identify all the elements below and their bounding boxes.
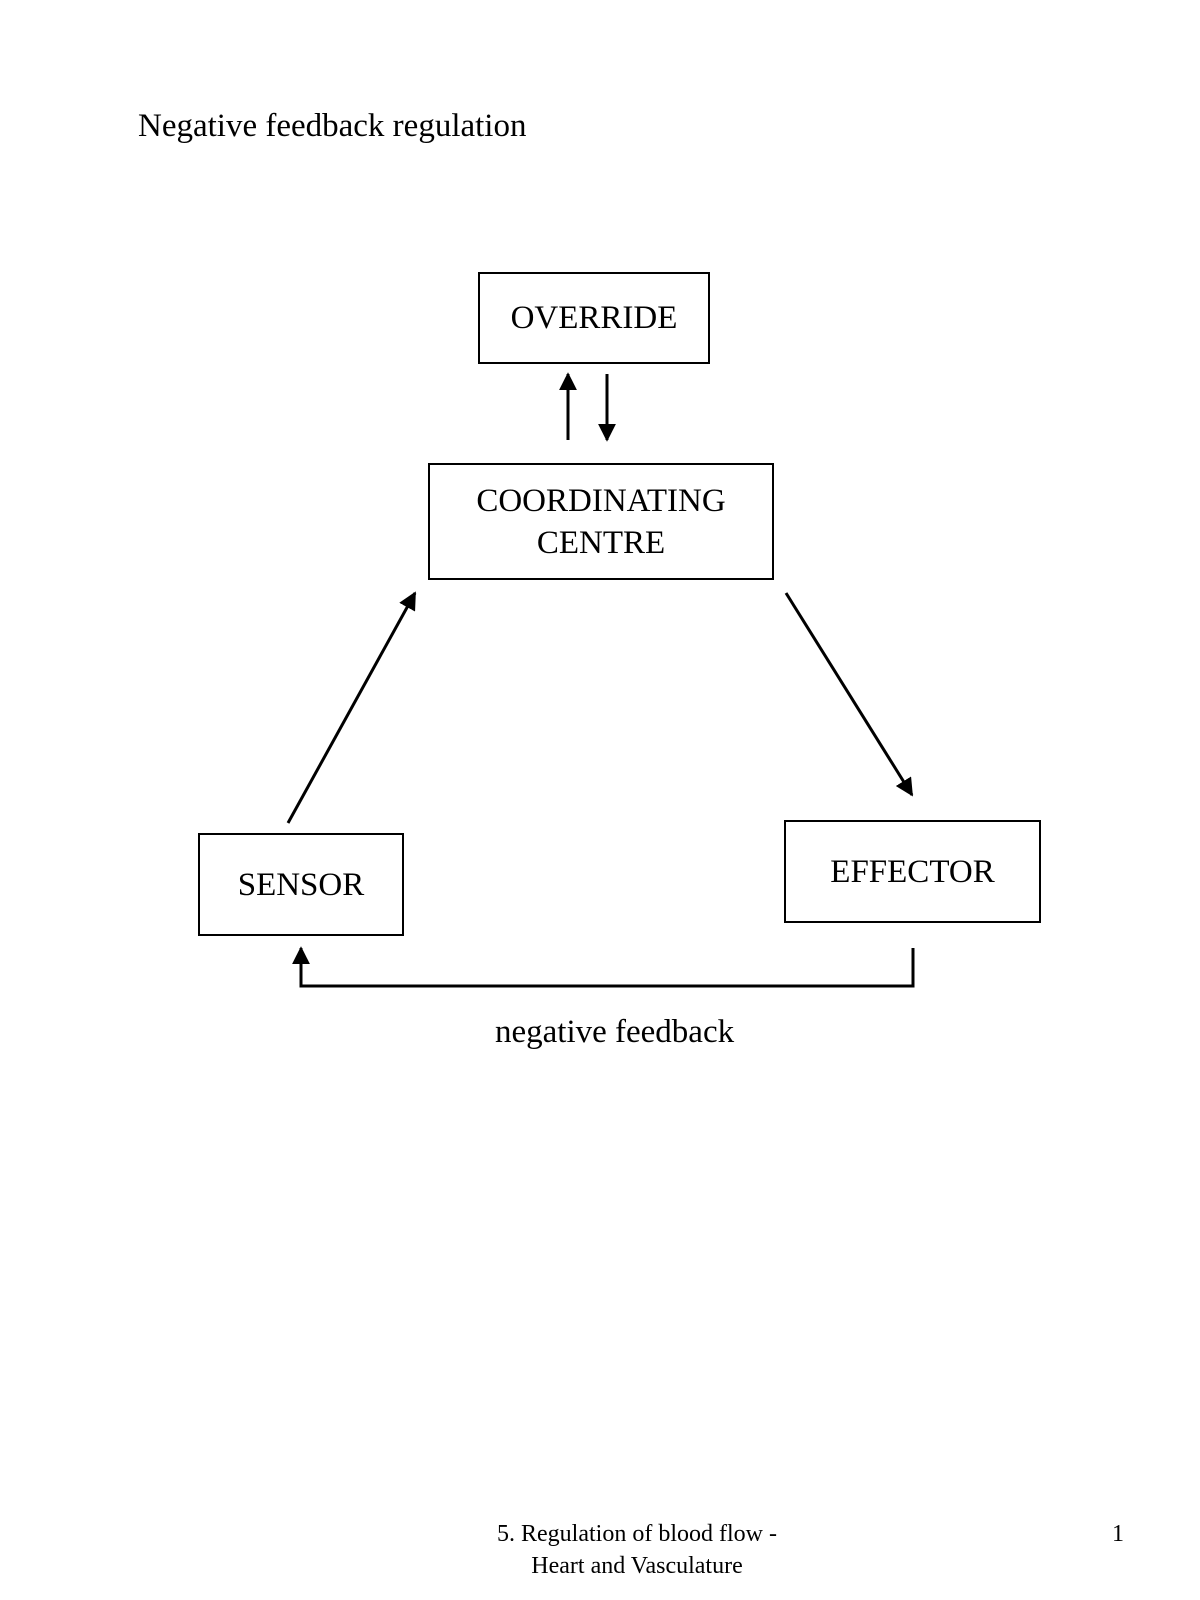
effector-box: EFFECTOR <box>784 820 1041 923</box>
effector-label: EFFECTOR <box>830 853 995 890</box>
coordinating-centre-box: COORDINATING CENTRE <box>428 463 774 580</box>
sensor-label: SENSOR <box>237 866 365 903</box>
override-box: OVERRIDE <box>478 272 710 364</box>
arrow-sensor-to-coordinating <box>286 591 417 824</box>
footer-line1: 5. Regulation of blood flow - <box>497 1521 777 1547</box>
negative-feedback-label: negative feedback <box>495 1014 735 1050</box>
coordinating-label-line1: COORDINATING <box>476 482 726 519</box>
sensor-box: SENSOR <box>198 833 404 936</box>
page-title: Negative feedback regulation <box>138 108 527 144</box>
override-label: OVERRIDE <box>510 300 678 336</box>
arrow-coordinating-to-effector <box>784 592 914 797</box>
arrow-negative-feedback <box>292 946 915 988</box>
coordinating-label-line2: CENTRE <box>536 524 666 561</box>
footer-text: 5. Regulation of blood flow - Heart and … <box>400 1518 874 1582</box>
page-number: 1 <box>1112 1521 1124 1547</box>
footer-line2: Heart and Vasculature <box>531 1553 743 1579</box>
